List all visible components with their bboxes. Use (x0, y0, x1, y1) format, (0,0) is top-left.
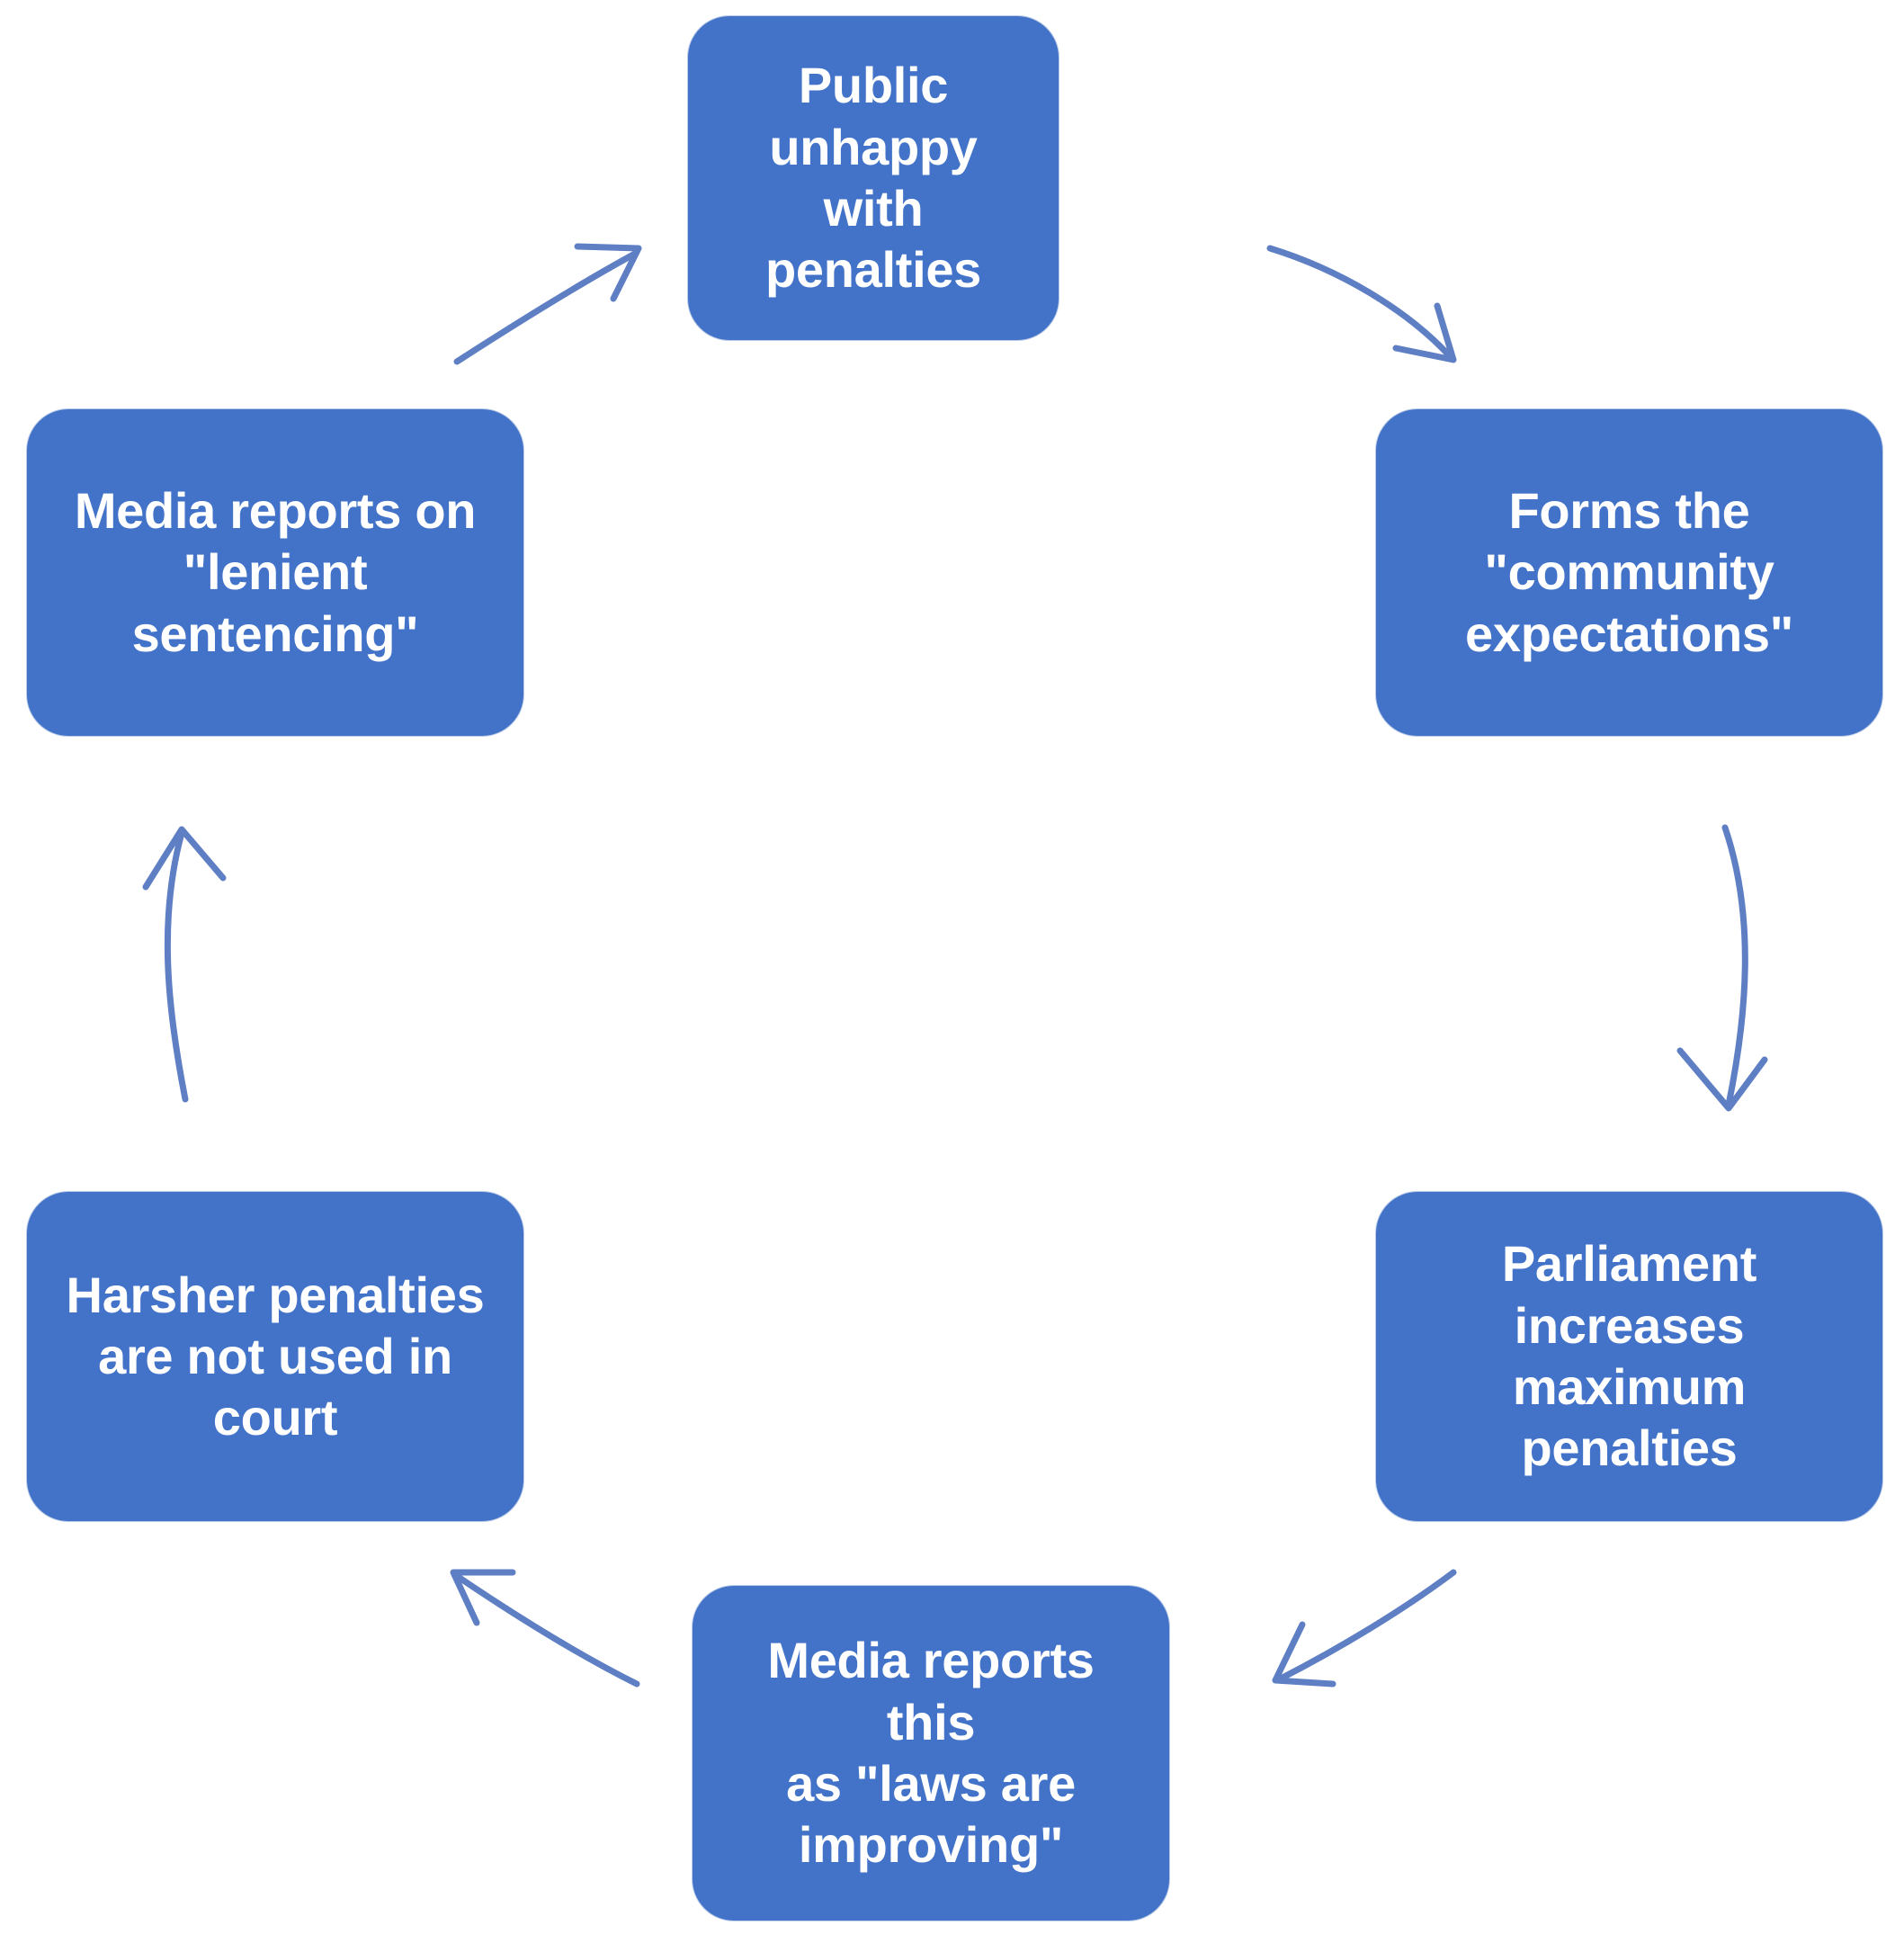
node-community-expectations-label: Forms the "community expectations" (1465, 482, 1793, 662)
node-harsher-unused-label: Harsher penalties are not used in court (66, 1266, 485, 1446)
node-public-unhappy-label: Public unhappy with penalties (764, 57, 982, 299)
node-community-expectations[interactable]: Forms the "community expectations" (1376, 409, 1882, 736)
arrow-media-lenient-to-public-unhappy (453, 243, 642, 365)
node-media-lenient[interactable]: Media reports on "lenient sentencing" (27, 409, 523, 736)
node-media-improving-label: Media reports this as "laws are improvin… (767, 1632, 1095, 1874)
node-media-lenient-label: Media reports on "lenient sentencing" (74, 482, 477, 662)
arrow-parliament-increases-to-media-improving (1272, 1569, 1457, 1688)
arrow-media-improving-to-harsher-unused (450, 1569, 640, 1688)
node-parliament-increases[interactable]: Parliament increases maximum penalties (1376, 1192, 1882, 1521)
arrow-public-unhappy-to-community-expectations (1266, 245, 1457, 363)
node-media-improving[interactable]: Media reports this as "laws are improvin… (693, 1586, 1169, 1921)
node-parliament-increases-label: Parliament increases maximum penalties (1501, 1235, 1757, 1477)
arrow-community-expectations-to-parliament-increases (1676, 824, 1768, 1112)
arrow-harsher-unused-to-media-lenient (142, 826, 227, 1103)
node-public-unhappy[interactable]: Public unhappy with penalties (688, 16, 1059, 340)
node-harsher-unused[interactable]: Harsher penalties are not used in court (27, 1192, 523, 1521)
